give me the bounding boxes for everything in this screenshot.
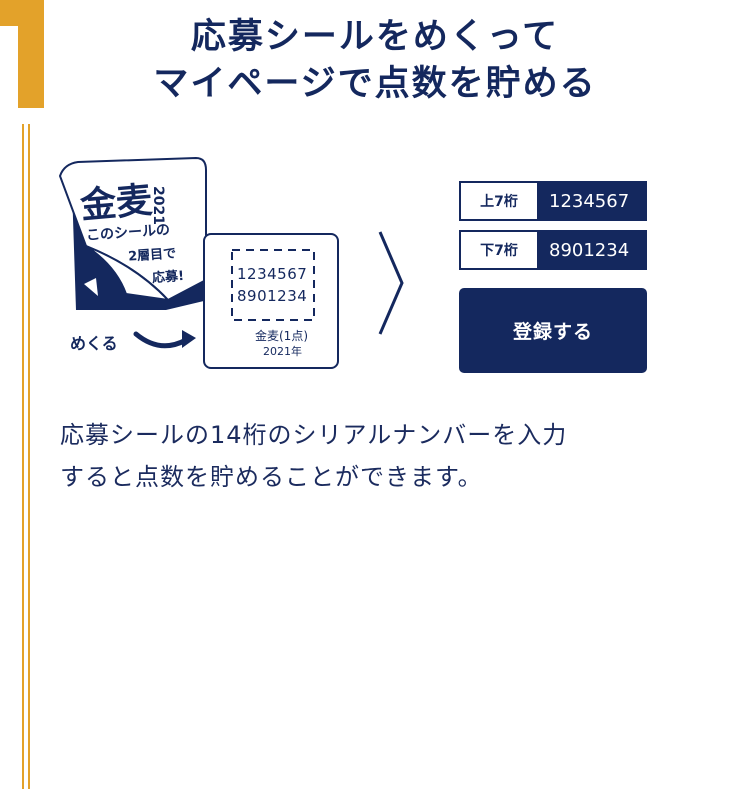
lower-digits-label: 下7桁 [461,232,537,268]
description-line-1: 応募シールの14桁のシリアルナンバーを入力 [60,421,568,449]
lower-digits-field[interactable]: 下7桁 8901234 [459,230,647,270]
serial-code-card: 1234567 8901234 金麦(1点) 2021年 [203,233,339,369]
seal-text-3: 応募! [151,268,185,287]
page-title: 応募シールをめくって マイページで点数を貯める [90,14,660,108]
register-button[interactable]: 登録する [459,288,647,373]
title-line-2: マイページで点数を貯める [153,64,597,104]
upper-digits-label: 上7桁 [461,183,537,219]
product-points-label: 金麦(1点) [255,329,308,343]
flip-label: めくる [70,334,118,353]
dashed-frame-icon [231,249,315,321]
upper-digits-field[interactable]: 上7桁 1234567 [459,181,647,221]
upper-digits-value[interactable]: 1234567 [537,183,645,219]
seal-text-2: 2層目で [127,246,177,265]
description-line-2: すると点数を貯めることができます。 [60,463,483,491]
serial-code-line-2: 8901234 [237,287,308,305]
serial-code-line-1: 1234567 [237,265,308,283]
title-line-1: 応募シールをめくって [190,17,560,57]
description-text: 応募シールの14桁のシリアルナンバーを入力 すると点数を貯めることができます。 [60,414,700,498]
curved-arrow-icon [133,330,196,349]
left-rule-line [28,124,30,789]
lower-digits-value[interactable]: 8901234 [537,232,645,268]
product-year-label: 2021年 [263,345,302,358]
step-number-one [0,0,44,108]
chevron-right-icon [378,231,404,335]
left-rule-line [22,124,24,789]
seal-sticker-illustration [58,156,208,310]
